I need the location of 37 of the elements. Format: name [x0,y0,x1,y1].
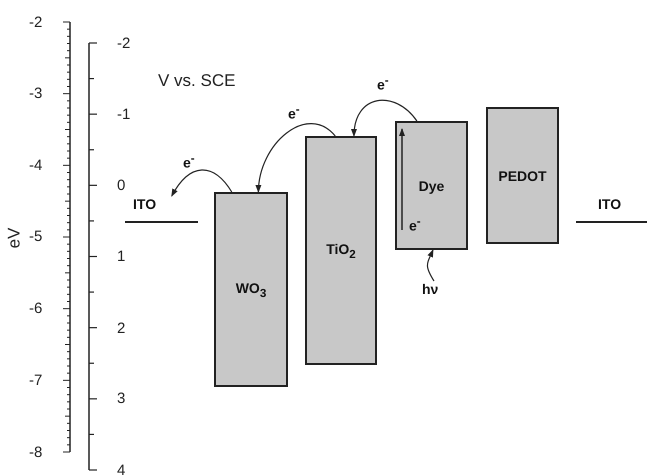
photon-label: hν [422,281,438,297]
material-label: ITO [598,196,622,212]
tick-label: 2 [117,320,126,336]
tick-label: 4 [117,462,126,476]
edge-label: e$^{-}$ [288,103,300,122]
tick-label: -6 [29,300,42,316]
curved-arrow [256,123,336,193]
tick-label: -1 [117,106,130,122]
energy-level [576,196,647,223]
electron-label: e$^{-}$ [409,215,421,234]
edge-label: e$^{-}$ [183,152,195,171]
tick-label: -5 [29,228,42,244]
material-label: ITO [133,196,156,212]
axis-title: eV [4,228,24,248]
material-label: PEDOT [498,168,547,184]
energy-band [486,107,559,244]
tick-label: -3 [29,84,42,102]
tick-label: 0 [117,176,126,194]
material-label: TiO$_{2}$ [326,240,356,260]
energy-band [214,192,288,387]
energy-band [395,121,468,250]
material-label: WO$_{3}$ [236,280,266,300]
tick-label: -4 [29,156,42,174]
energy-band [305,136,377,365]
edge-label: e$^{-}$ [377,74,389,93]
tick-label: -2 [117,34,130,52]
axis-title: V vs. SCE [158,71,236,91]
curved-arrow [352,100,418,137]
tick-label: -7 [29,372,42,388]
curved-arrow [171,169,232,197]
energy-level [125,196,198,223]
tick-label: 3 [117,390,126,406]
tick-label: -2 [29,14,42,30]
curved-arrow [426,249,435,282]
tick-label: -8 [29,444,42,460]
material-label: Dye [418,178,444,194]
tick-label: 1 [117,248,126,264]
